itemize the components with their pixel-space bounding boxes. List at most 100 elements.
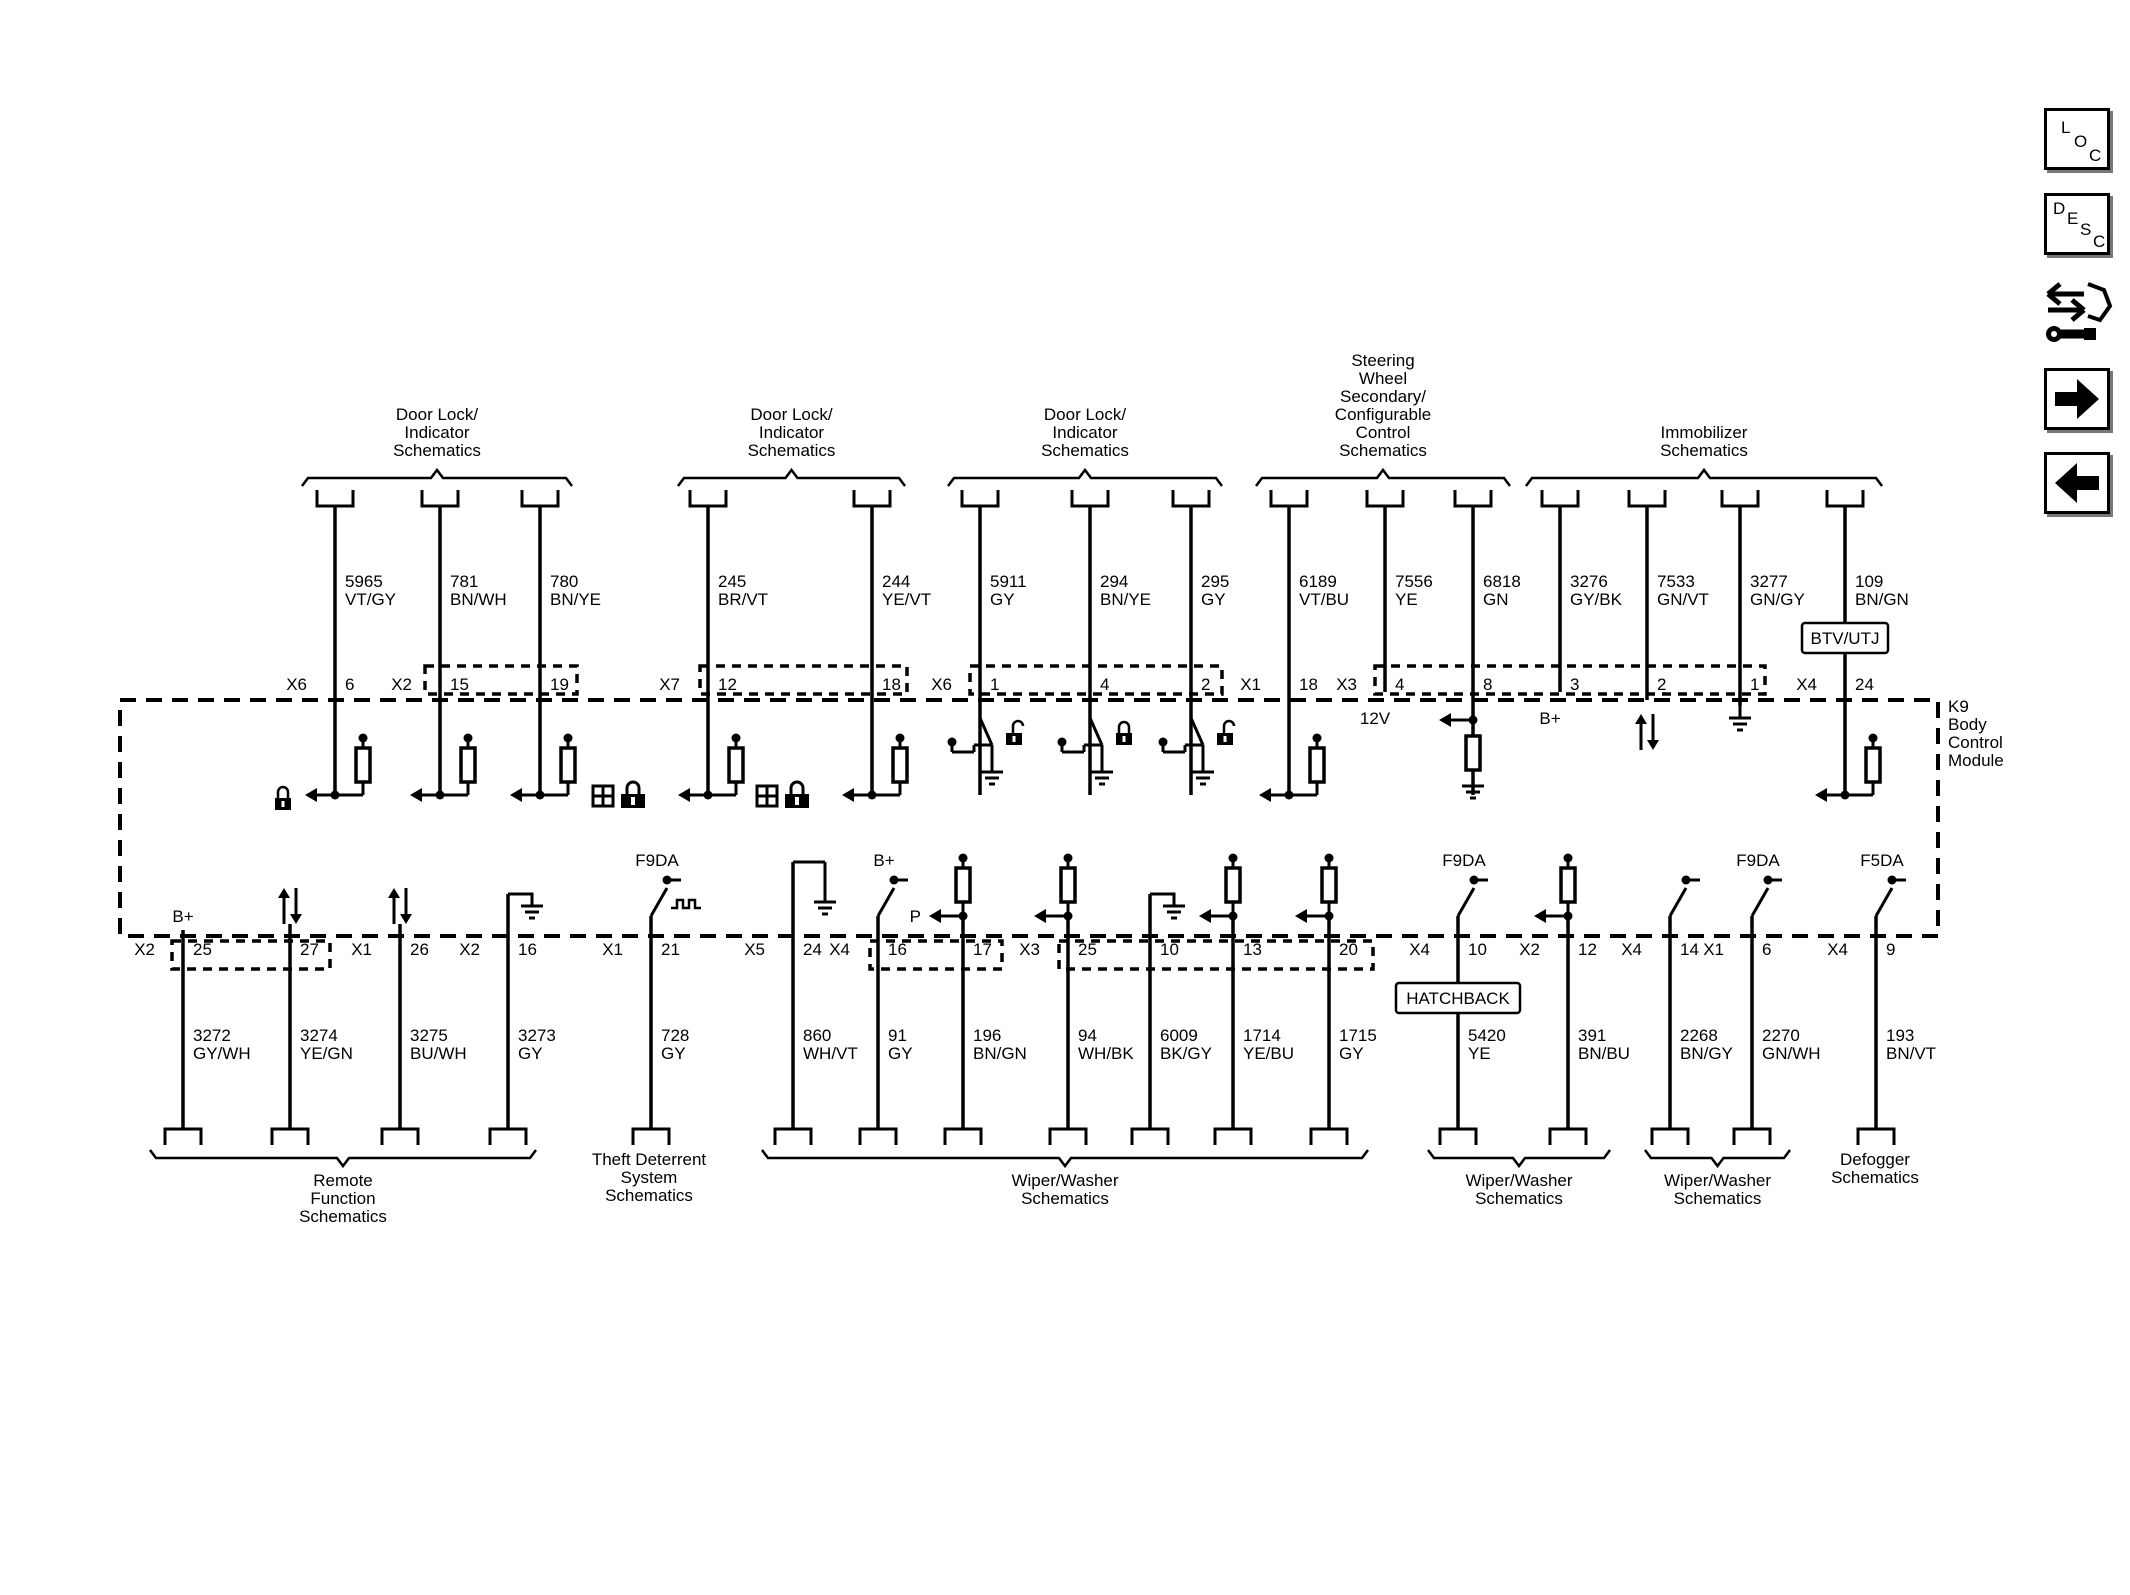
supply-dot bbox=[1158, 737, 1168, 747]
supply-dot bbox=[1228, 853, 1238, 863]
bottom-pin-number: 10 bbox=[1160, 940, 1179, 959]
top-pin-number: 1 bbox=[990, 675, 999, 694]
previous-page-button[interactable] bbox=[2044, 452, 2110, 514]
supply-label: B+ bbox=[1539, 709, 1560, 728]
top-group-label: Schematics bbox=[748, 441, 836, 460]
top-group-brace bbox=[301, 467, 573, 487]
bottom-circuit-number: 6009 bbox=[1160, 1026, 1198, 1045]
bottom-connector-id: X5 bbox=[744, 940, 765, 959]
top-pin-number: 8 bbox=[1483, 675, 1492, 694]
arrow-left-icon bbox=[1259, 788, 1271, 802]
bottom-connector bbox=[1732, 1127, 1772, 1145]
bottom-group-label: Schematics bbox=[1674, 1189, 1762, 1208]
bottom-pin-number: 6 bbox=[1762, 940, 1771, 959]
ground-icon bbox=[1091, 770, 1113, 786]
module-name-label: Module bbox=[1948, 751, 2004, 770]
bottom-group-brace bbox=[149, 1149, 537, 1169]
top-connector bbox=[315, 490, 355, 508]
bidirectional-arrows-icon bbox=[388, 888, 412, 924]
supply-dot bbox=[1868, 733, 1878, 743]
arrow-left-icon bbox=[1439, 713, 1451, 727]
bottom-pin-number: 26 bbox=[410, 940, 429, 959]
description-button[interactable]: D E S C bbox=[2044, 193, 2110, 255]
supply-dot bbox=[895, 733, 905, 743]
next-page-button[interactable] bbox=[2044, 368, 2110, 430]
top-wire-color: YE/VT bbox=[882, 590, 931, 609]
bottom-circuit-number: 860 bbox=[803, 1026, 831, 1045]
bottom-connector bbox=[380, 1127, 420, 1145]
bottom-group-label: Schematics bbox=[1831, 1168, 1919, 1187]
top-pin-number: 18 bbox=[1299, 675, 1318, 694]
resistor-symbol bbox=[354, 746, 372, 784]
bottom-circuit-number: 1714 bbox=[1243, 1026, 1281, 1045]
resistor-symbol bbox=[1308, 746, 1326, 784]
top-group-label: Immobilizer bbox=[1661, 423, 1748, 442]
top-wire-color: GN bbox=[1483, 590, 1509, 609]
top-group-label: Schematics bbox=[1660, 441, 1748, 460]
top-group-label: Schematics bbox=[393, 441, 481, 460]
switch-contact bbox=[1750, 887, 1770, 917]
top-pin-number: 3 bbox=[1570, 675, 1579, 694]
bottom-wire-color: BU/WH bbox=[410, 1044, 467, 1063]
supply-dot bbox=[731, 733, 741, 743]
supply-dot bbox=[1057, 737, 1067, 747]
bottom-connector-id: X3 bbox=[1019, 940, 1040, 959]
connector-housing bbox=[698, 664, 909, 696]
top-wire-color: BN/YE bbox=[550, 590, 601, 609]
bottom-connector-id: X2 bbox=[459, 940, 480, 959]
resistor-symbol bbox=[891, 746, 909, 784]
top-wire-color: GN/GY bbox=[1750, 590, 1805, 609]
bottom-circuit-number: 5420 bbox=[1468, 1026, 1506, 1045]
bottom-wire-color: YE/GN bbox=[300, 1044, 353, 1063]
top-pin-number: 6 bbox=[345, 675, 354, 694]
bottom-wire-color: GY bbox=[661, 1044, 686, 1063]
bottom-connector bbox=[773, 1127, 813, 1145]
top-circuit-number: 6818 bbox=[1483, 572, 1521, 591]
top-wire-color: VT/GY bbox=[345, 590, 396, 609]
supply-label: F9DA bbox=[635, 851, 679, 870]
top-wire-color: GY bbox=[990, 590, 1015, 609]
switch-contact bbox=[649, 887, 669, 917]
location-button[interactable]: L O C bbox=[2044, 108, 2110, 170]
ground-wire bbox=[1150, 892, 1176, 906]
resistor-symbol bbox=[954, 866, 972, 904]
connector-housing bbox=[968, 664, 1224, 696]
top-pin-number: 18 bbox=[882, 675, 901, 694]
bottom-group-label: Function bbox=[310, 1189, 375, 1208]
top-wire-color: VT/BU bbox=[1299, 590, 1349, 609]
bottom-connector bbox=[1650, 1127, 1690, 1145]
ground-icon bbox=[814, 900, 836, 916]
bottom-pin-number: 12 bbox=[1578, 940, 1597, 959]
ground-icon bbox=[1163, 904, 1185, 920]
top-pin-number: 2 bbox=[1201, 675, 1210, 694]
bottom-circuit-number: 2268 bbox=[1680, 1026, 1718, 1045]
bottom-connector bbox=[163, 1127, 203, 1145]
top-group-label: Control bbox=[1356, 423, 1411, 442]
top-pin-number: 15 bbox=[450, 675, 469, 694]
bottom-group-brace bbox=[1644, 1149, 1791, 1169]
bottom-wire-color: BN/GY bbox=[1680, 1044, 1733, 1063]
top-group-label: Door Lock/ bbox=[396, 405, 478, 424]
option-box-label: HATCHBACK bbox=[1406, 989, 1510, 1008]
supply-label: B+ bbox=[873, 851, 894, 870]
top-circuit-number: 109 bbox=[1855, 572, 1883, 591]
module-boundary bbox=[118, 698, 1940, 938]
loc-letter-o: O bbox=[2074, 132, 2088, 151]
bottom-circuit-number: 193 bbox=[1886, 1026, 1914, 1045]
top-connector bbox=[852, 490, 892, 508]
bottom-group-label: Schematics bbox=[299, 1207, 387, 1226]
supply-label: F9DA bbox=[1442, 851, 1486, 870]
bottom-pin-number: 25 bbox=[1078, 940, 1097, 959]
top-pin-number: 12 bbox=[718, 675, 737, 694]
top-connector-id: X1 bbox=[1240, 675, 1261, 694]
bottom-circuit-number: 2270 bbox=[1762, 1026, 1800, 1045]
top-connector-id: X7 bbox=[659, 675, 680, 694]
connector-wrench-icon[interactable] bbox=[2044, 276, 2114, 344]
bottom-group-label: Remote bbox=[313, 1171, 373, 1190]
bottom-pin-number: 14 bbox=[1680, 940, 1699, 959]
bottom-connector-id: X4 bbox=[829, 940, 850, 959]
switch-contact bbox=[1668, 887, 1688, 917]
top-circuit-number: 7533 bbox=[1657, 572, 1695, 591]
bottom-pin-number: 27 bbox=[300, 940, 319, 959]
bottom-pin-number: 9 bbox=[1886, 940, 1895, 959]
